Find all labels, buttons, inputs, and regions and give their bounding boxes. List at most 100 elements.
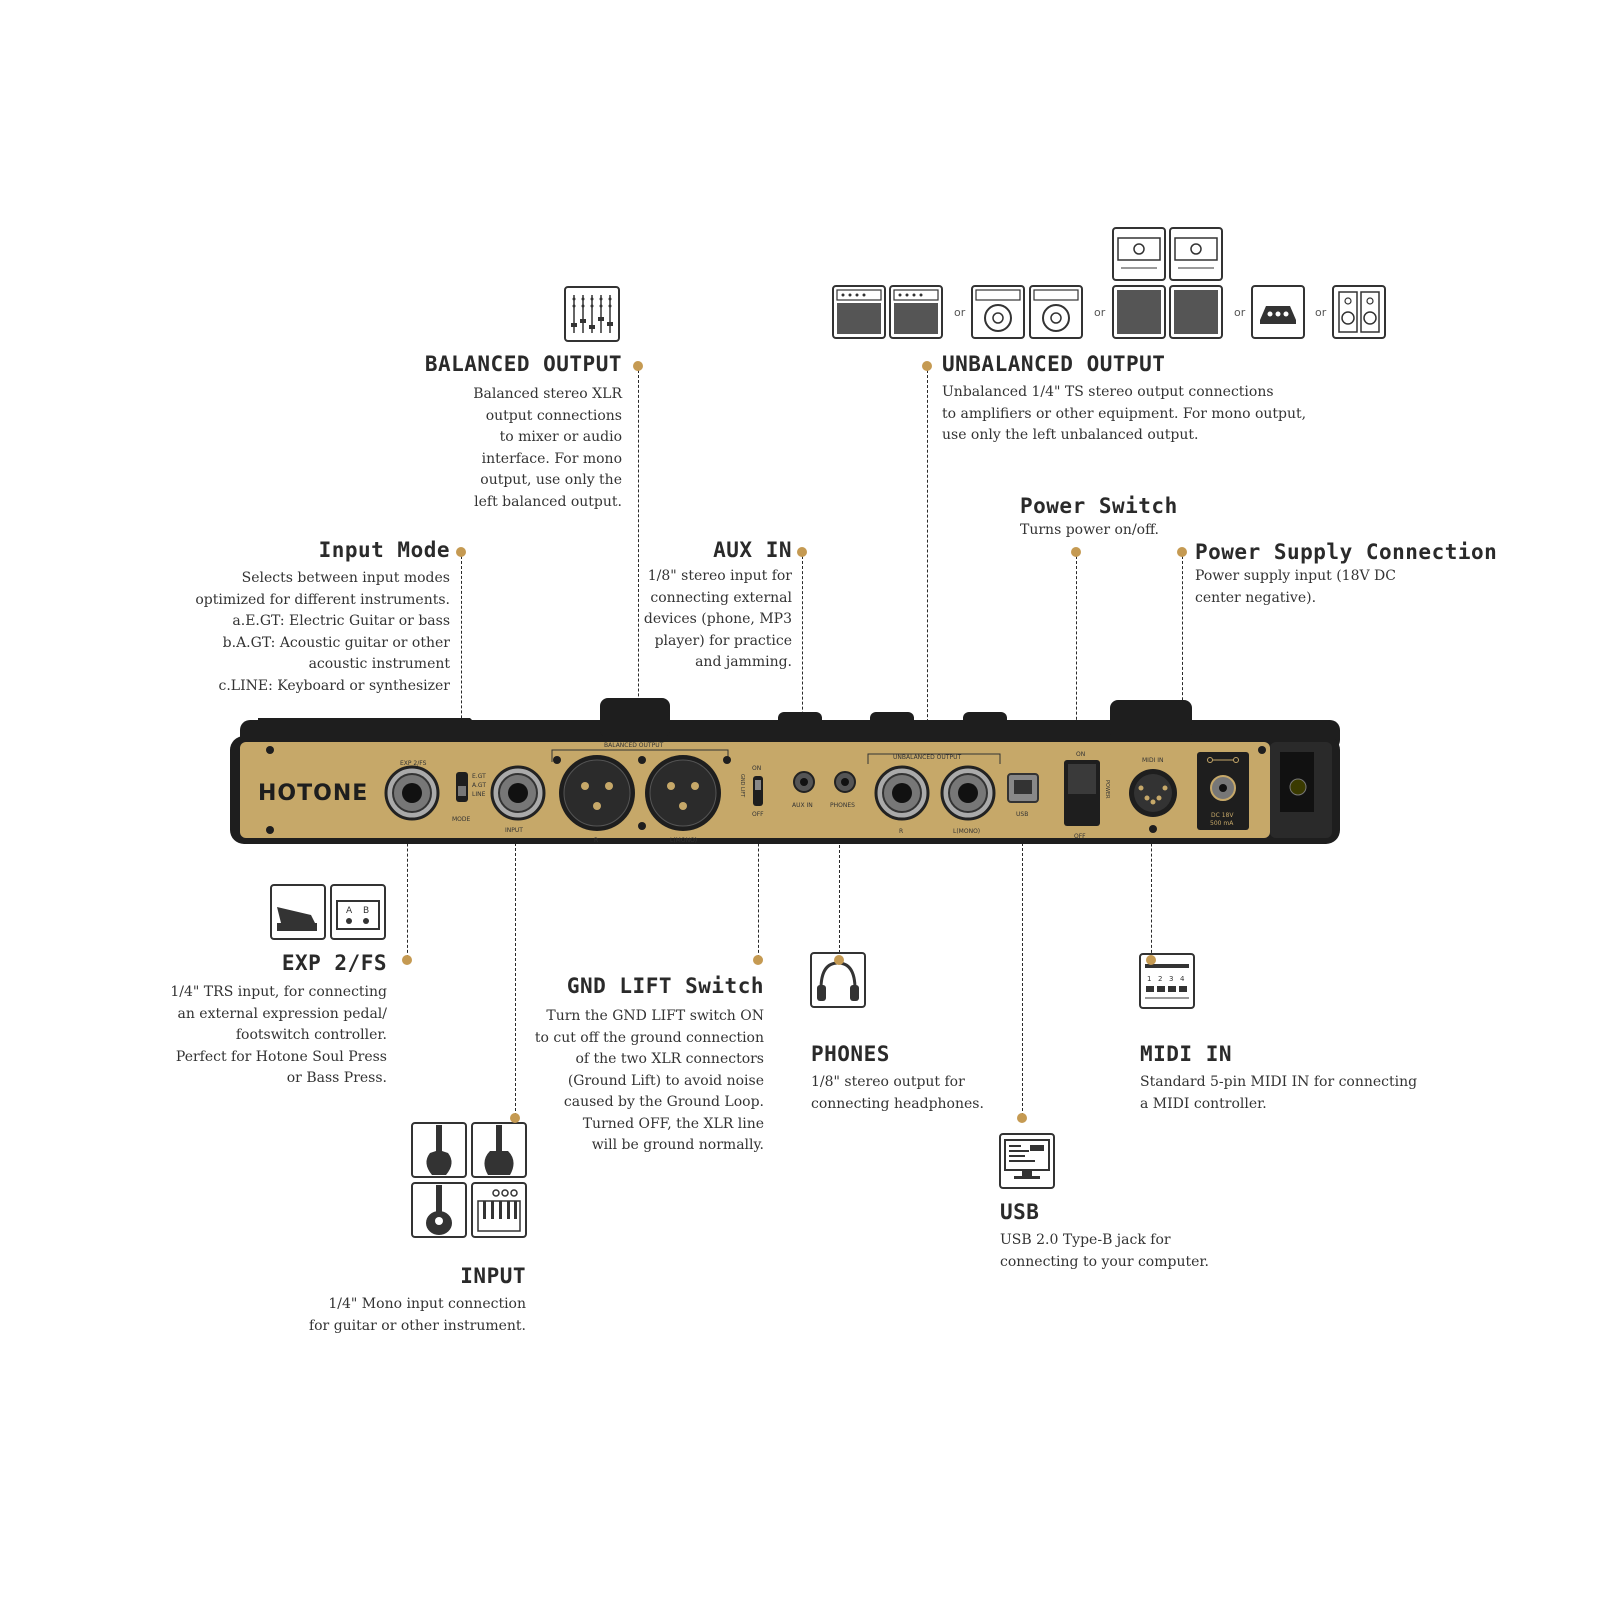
panel-label-power-on: ON <box>1076 751 1085 758</box>
leader-line-unbalanced-output <box>927 370 928 762</box>
callout-dot-unbalanced-output <box>922 361 932 371</box>
panel-label-gnd-off: OFF <box>752 811 764 818</box>
leader-line-input-mode <box>461 556 462 808</box>
panel-label-power: POWER <box>1104 780 1110 799</box>
power-supply-jack[interactable] <box>1197 752 1249 830</box>
output-equipment-icons <box>564 227 1386 342</box>
leader-line-balanced-output <box>638 370 639 786</box>
leader-line-midi-in <box>1151 808 1152 958</box>
leader-line-aux-in <box>802 556 803 790</box>
panel-label-gnd-on: ON <box>752 765 761 772</box>
panel-label-ub-l: L(MONO) <box>953 828 980 835</box>
callout-title-balanced-output: BALANCED OUTPUT <box>424 352 622 376</box>
or-separator: or <box>954 306 966 319</box>
panel-label-power-off: OFF <box>1074 833 1086 840</box>
or-separator: or <box>1234 306 1246 319</box>
exp-fs-jack[interactable] <box>384 765 440 821</box>
leader-line-input <box>515 808 516 1116</box>
panel-label-usb: USB <box>1016 811 1028 818</box>
panel-label-gnd-lift: GND LIFT <box>739 774 745 798</box>
callout-dot-exp-fs <box>402 955 412 965</box>
leader-line-phones <box>839 800 840 958</box>
balanced-output-xlr-r[interactable] <box>559 755 635 831</box>
studio-monitor-icon <box>1332 285 1386 339</box>
amp-head-icon <box>1112 227 1166 281</box>
callout-dot-input-mode <box>456 547 466 557</box>
midi-in-port[interactable] <box>1129 769 1177 833</box>
panel-label-mode-egt: E.GT <box>472 773 486 780</box>
gnd-lift-switch[interactable] <box>753 776 763 806</box>
callout-desc-phones: 1/8" stereo output for connecting headph… <box>811 1074 984 1112</box>
usb-port[interactable] <box>1007 773 1039 803</box>
speaker-cabinet-icon <box>1112 285 1166 339</box>
unbalanced-output-jack-r[interactable] <box>874 765 930 821</box>
callout-desc-balanced-output: Balanced stereo XLR output connections t… <box>473 386 622 510</box>
mixer-icon <box>564 286 620 342</box>
panel-label-exp: EXP 2/FS <box>400 760 427 767</box>
callout-title-exp-fs: EXP 2/FS <box>281 951 387 975</box>
amp-combo-icon <box>889 285 943 339</box>
panel-label-xlr-r: R <box>594 837 598 844</box>
acoustic-guitar-icon <box>411 1182 467 1238</box>
callout-dot-power-switch <box>1071 547 1081 557</box>
callout-title-aux-in: AUX IN <box>713 538 792 562</box>
callout-desc-input-mode: Selects between input modes optimized fo… <box>195 570 450 694</box>
callout-title-power-switch: Power Switch <box>1020 494 1178 518</box>
leader-line-exp-fs <box>407 808 408 958</box>
callout-dot-power-supply <box>1177 547 1187 557</box>
callout-dot-input <box>510 1113 520 1123</box>
balanced-output-xlr-l-mono[interactable] <box>645 755 721 831</box>
callout-desc-aux-in: 1/8" stereo input for connecting externa… <box>643 568 792 670</box>
amp-head-icon <box>1169 227 1223 281</box>
amp-combo-icon <box>832 285 886 339</box>
panel-label-dc-rating-1: DC 18V <box>1211 812 1234 819</box>
aux-in-jack[interactable] <box>793 771 815 793</box>
callout-title-power-supply: Power Supply Connection <box>1195 540 1498 564</box>
panel-label-phones: PHONES <box>830 802 855 809</box>
callout-desc-unbalanced-output: Unbalanced 1/4" TS stereo output connect… <box>942 384 1307 443</box>
computer-icon <box>999 1133 1055 1189</box>
callout-dot-phones <box>834 955 844 965</box>
callout-title-midi-in: MIDI IN <box>1140 1042 1233 1066</box>
amp-combo-icon <box>1029 285 1083 339</box>
svg-text:3: 3 <box>1169 975 1173 983</box>
callout-desc-exp-fs: 1/4" TRS input, for connecting an extern… <box>170 984 387 1086</box>
callout-desc-input: 1/4" Mono input connection for guitar or… <box>308 1296 526 1334</box>
guitar-icon <box>411 1122 467 1178</box>
callout-title-usb: USB <box>1000 1200 1040 1224</box>
leader-line-gnd-lift <box>758 808 759 958</box>
callout-desc-power-supply: Power supply input (18V DC center negati… <box>1195 568 1396 606</box>
pedal-icon <box>270 884 326 940</box>
callout-desc-power-switch: Turns power on/off. <box>1020 522 1159 538</box>
callout-title-phones: PHONES <box>811 1042 890 1066</box>
input-jack[interactable] <box>490 765 546 821</box>
speaker-cabinet-icon <box>1169 285 1223 339</box>
device-rear-panel: HOTONE EXP 2/FS E.GT A.GT LINE MODE INPU… <box>230 698 1340 844</box>
input-mode-switch[interactable] <box>456 772 468 802</box>
panel-label-dc-rating-2: 500 mA <box>1210 820 1234 827</box>
svg-text:2: 2 <box>1158 975 1162 983</box>
panel-label-mode-agt: A.GT <box>472 782 486 789</box>
phones-jack[interactable] <box>834 771 856 793</box>
panel-label-xlr-l: L(MONO) <box>670 837 697 844</box>
svg-text:1: 1 <box>1147 975 1151 983</box>
svg-text:B: B <box>363 906 369 916</box>
amp-combo-icon <box>971 285 1025 339</box>
callout-dot-aux-in <box>797 547 807 557</box>
panel-label-balanced-output: BALANCED OUTPUT <box>604 742 664 749</box>
callout-desc-gnd-lift: Turn the GND LIFT switch ON to cut off t… <box>534 1008 764 1153</box>
svg-text:A: A <box>346 906 353 916</box>
callout-desc-usb: USB 2.0 Type-B jack for connecting to yo… <box>1000 1232 1210 1270</box>
power-amp-icon <box>1251 285 1305 339</box>
callout-title-input-mode: Input Mode <box>318 538 450 562</box>
unbalanced-output-jack-l-mono[interactable] <box>940 765 996 821</box>
callout-title-input: INPUT <box>460 1264 526 1288</box>
callout-title-unbalanced-output: UNBALANCED OUTPUT <box>942 352 1166 376</box>
panel-label-aux-in: AUX IN <box>792 802 813 809</box>
power-switch[interactable] <box>1064 760 1100 826</box>
callout-title-gnd-lift: GND LIFT Switch <box>566 974 764 998</box>
